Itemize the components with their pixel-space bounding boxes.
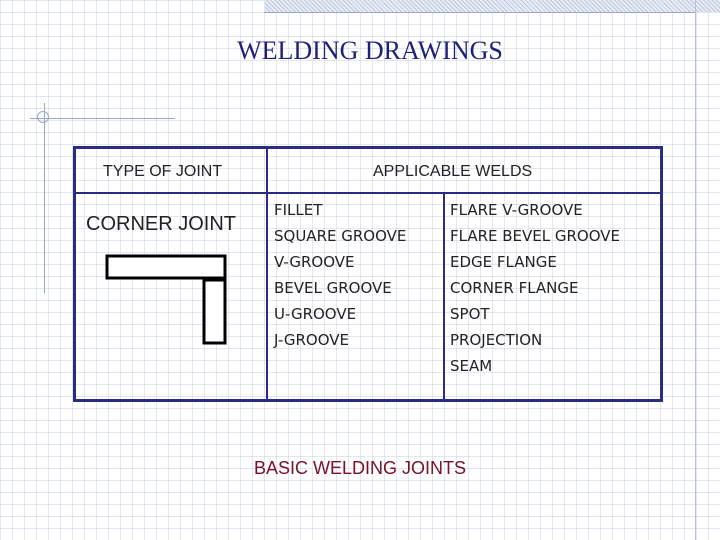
- weld-item: FILLET: [274, 201, 323, 219]
- joint-name: CORNER JOINT: [86, 213, 236, 235]
- decorative-line: [30, 118, 175, 119]
- welds-table: TYPE OF JOINT APPLICABLE WELDS CORNER JO…: [73, 146, 663, 402]
- weld-item: CORNER FLANGE: [450, 279, 579, 297]
- slide-caption: BASIC WELDING JOINTS: [253, 458, 467, 478]
- weld-item: V-GROOVE: [274, 253, 355, 271]
- corner-joint-vertical-member: [202, 278, 227, 345]
- decorative-circle: [37, 111, 49, 123]
- table-divider: [443, 193, 445, 402]
- header-type-of-joint: TYPE OF JOINT: [103, 163, 223, 180]
- weld-item: FLARE BEVEL GROOVE: [450, 227, 621, 245]
- weld-item: J-GROOVE: [274, 331, 349, 349]
- corner-joint-horizontal-member: [105, 254, 227, 280]
- decorative-line: [264, 12, 696, 13]
- weld-item: FLARE V-GROOVE: [450, 201, 583, 219]
- welds-column-2: FLARE V-GROOVE FLARE BEVEL GROOVE EDGE F…: [450, 197, 620, 379]
- weld-item: SEAM: [450, 357, 493, 375]
- decorative-line: [44, 103, 45, 293]
- table-divider: [266, 149, 268, 402]
- weld-item: EDGE FLANGE: [450, 253, 557, 271]
- weld-item: PROJECTION: [450, 331, 543, 349]
- header-applicable-welds: APPLICABLE WELDS: [373, 163, 533, 180]
- corner-joint-diagram: [105, 254, 227, 345]
- weld-item: SPOT: [450, 305, 490, 323]
- slide-title: WELDING DRAWINGS: [237, 36, 503, 65]
- decorative-top-stripe: [265, 0, 720, 12]
- decorative-line: [695, 0, 696, 540]
- weld-item: SQUARE GROOVE: [274, 227, 407, 245]
- table-divider: [76, 192, 663, 194]
- weld-item: U-GROOVE: [274, 305, 357, 323]
- weld-item: BEVEL GROOVE: [274, 279, 392, 297]
- welds-column-1: FILLET SQUARE GROOVE V-GROOVE BEVEL GROO…: [274, 197, 406, 353]
